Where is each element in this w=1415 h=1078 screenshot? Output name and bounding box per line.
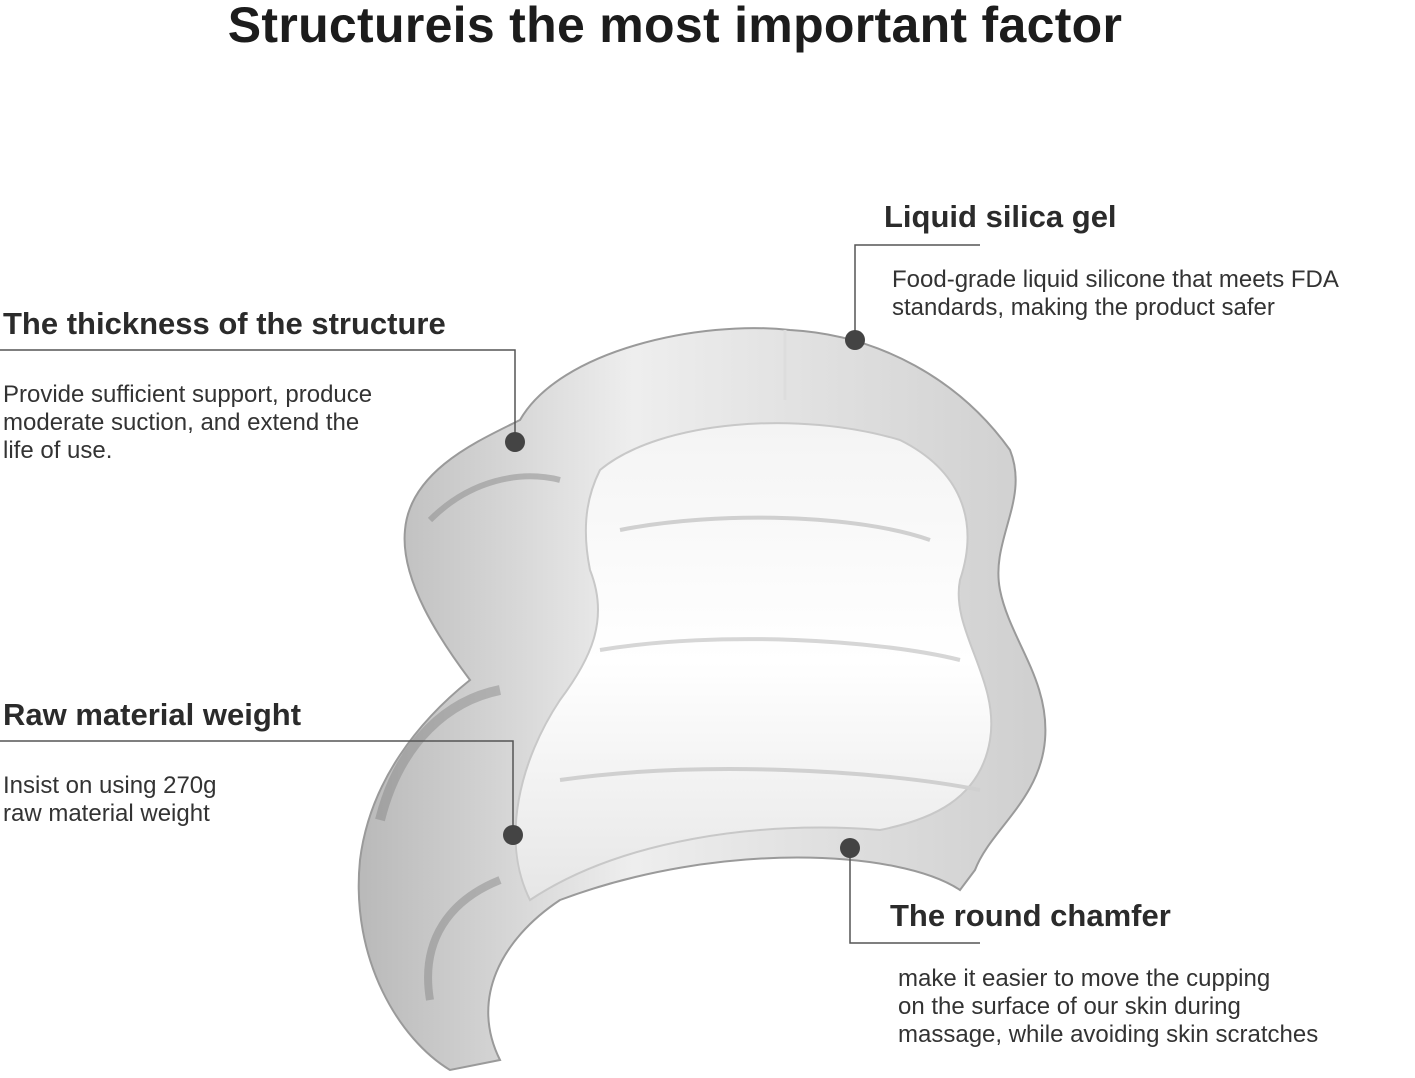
text-line: on the surface of our skin during <box>898 993 1241 1020</box>
text-line: life of use. <box>3 437 113 464</box>
callout-text: Insist on using 270g raw material weight <box>3 772 216 828</box>
text-line: raw material weight <box>3 800 210 827</box>
leader-raw-weight <box>0 740 514 835</box>
callout-heading-thickness: The thickness of the structure <box>3 306 446 341</box>
leader-thickness <box>0 349 516 442</box>
callout-text: make it easier to move the cupping on th… <box>898 965 1318 1049</box>
callout-heading-round-chamfer: The round chamfer <box>890 898 1171 933</box>
callout-heading-raw-weight: Raw material weight <box>3 697 302 732</box>
text-line: massage, while avoiding skin scratches <box>898 1021 1319 1048</box>
text-line: standards, making the product safer <box>892 294 1275 321</box>
leader-round-chamfer <box>849 848 980 944</box>
text-line: moderate suction, and extend the <box>3 409 360 436</box>
callout-text: Provide sufficient support, produce mode… <box>3 381 372 465</box>
page-title: Structureis the most important factor <box>227 0 1123 53</box>
silicone-cup-shape <box>357 327 1047 1072</box>
leader-lines <box>0 244 980 944</box>
callout-text: Food-grade liquid silicone that meets FD… <box>892 266 1339 322</box>
dot-thickness <box>505 432 525 452</box>
dot-liquid-silica <box>845 330 865 350</box>
dot-raw-weight <box>503 825 523 845</box>
leader-liquid-silica <box>854 244 980 340</box>
text-line: Insist on using 270g <box>3 772 217 799</box>
dot-round-chamfer <box>840 838 860 858</box>
text-line: make it easier to move the cupping <box>898 965 1271 992</box>
text-line: Food-grade liquid silicone that meets FD… <box>892 266 1339 293</box>
callout-heading-liquid-silica: Liquid silica gel <box>884 199 1117 234</box>
text-line: Provide sufficient support, produce <box>3 381 373 408</box>
